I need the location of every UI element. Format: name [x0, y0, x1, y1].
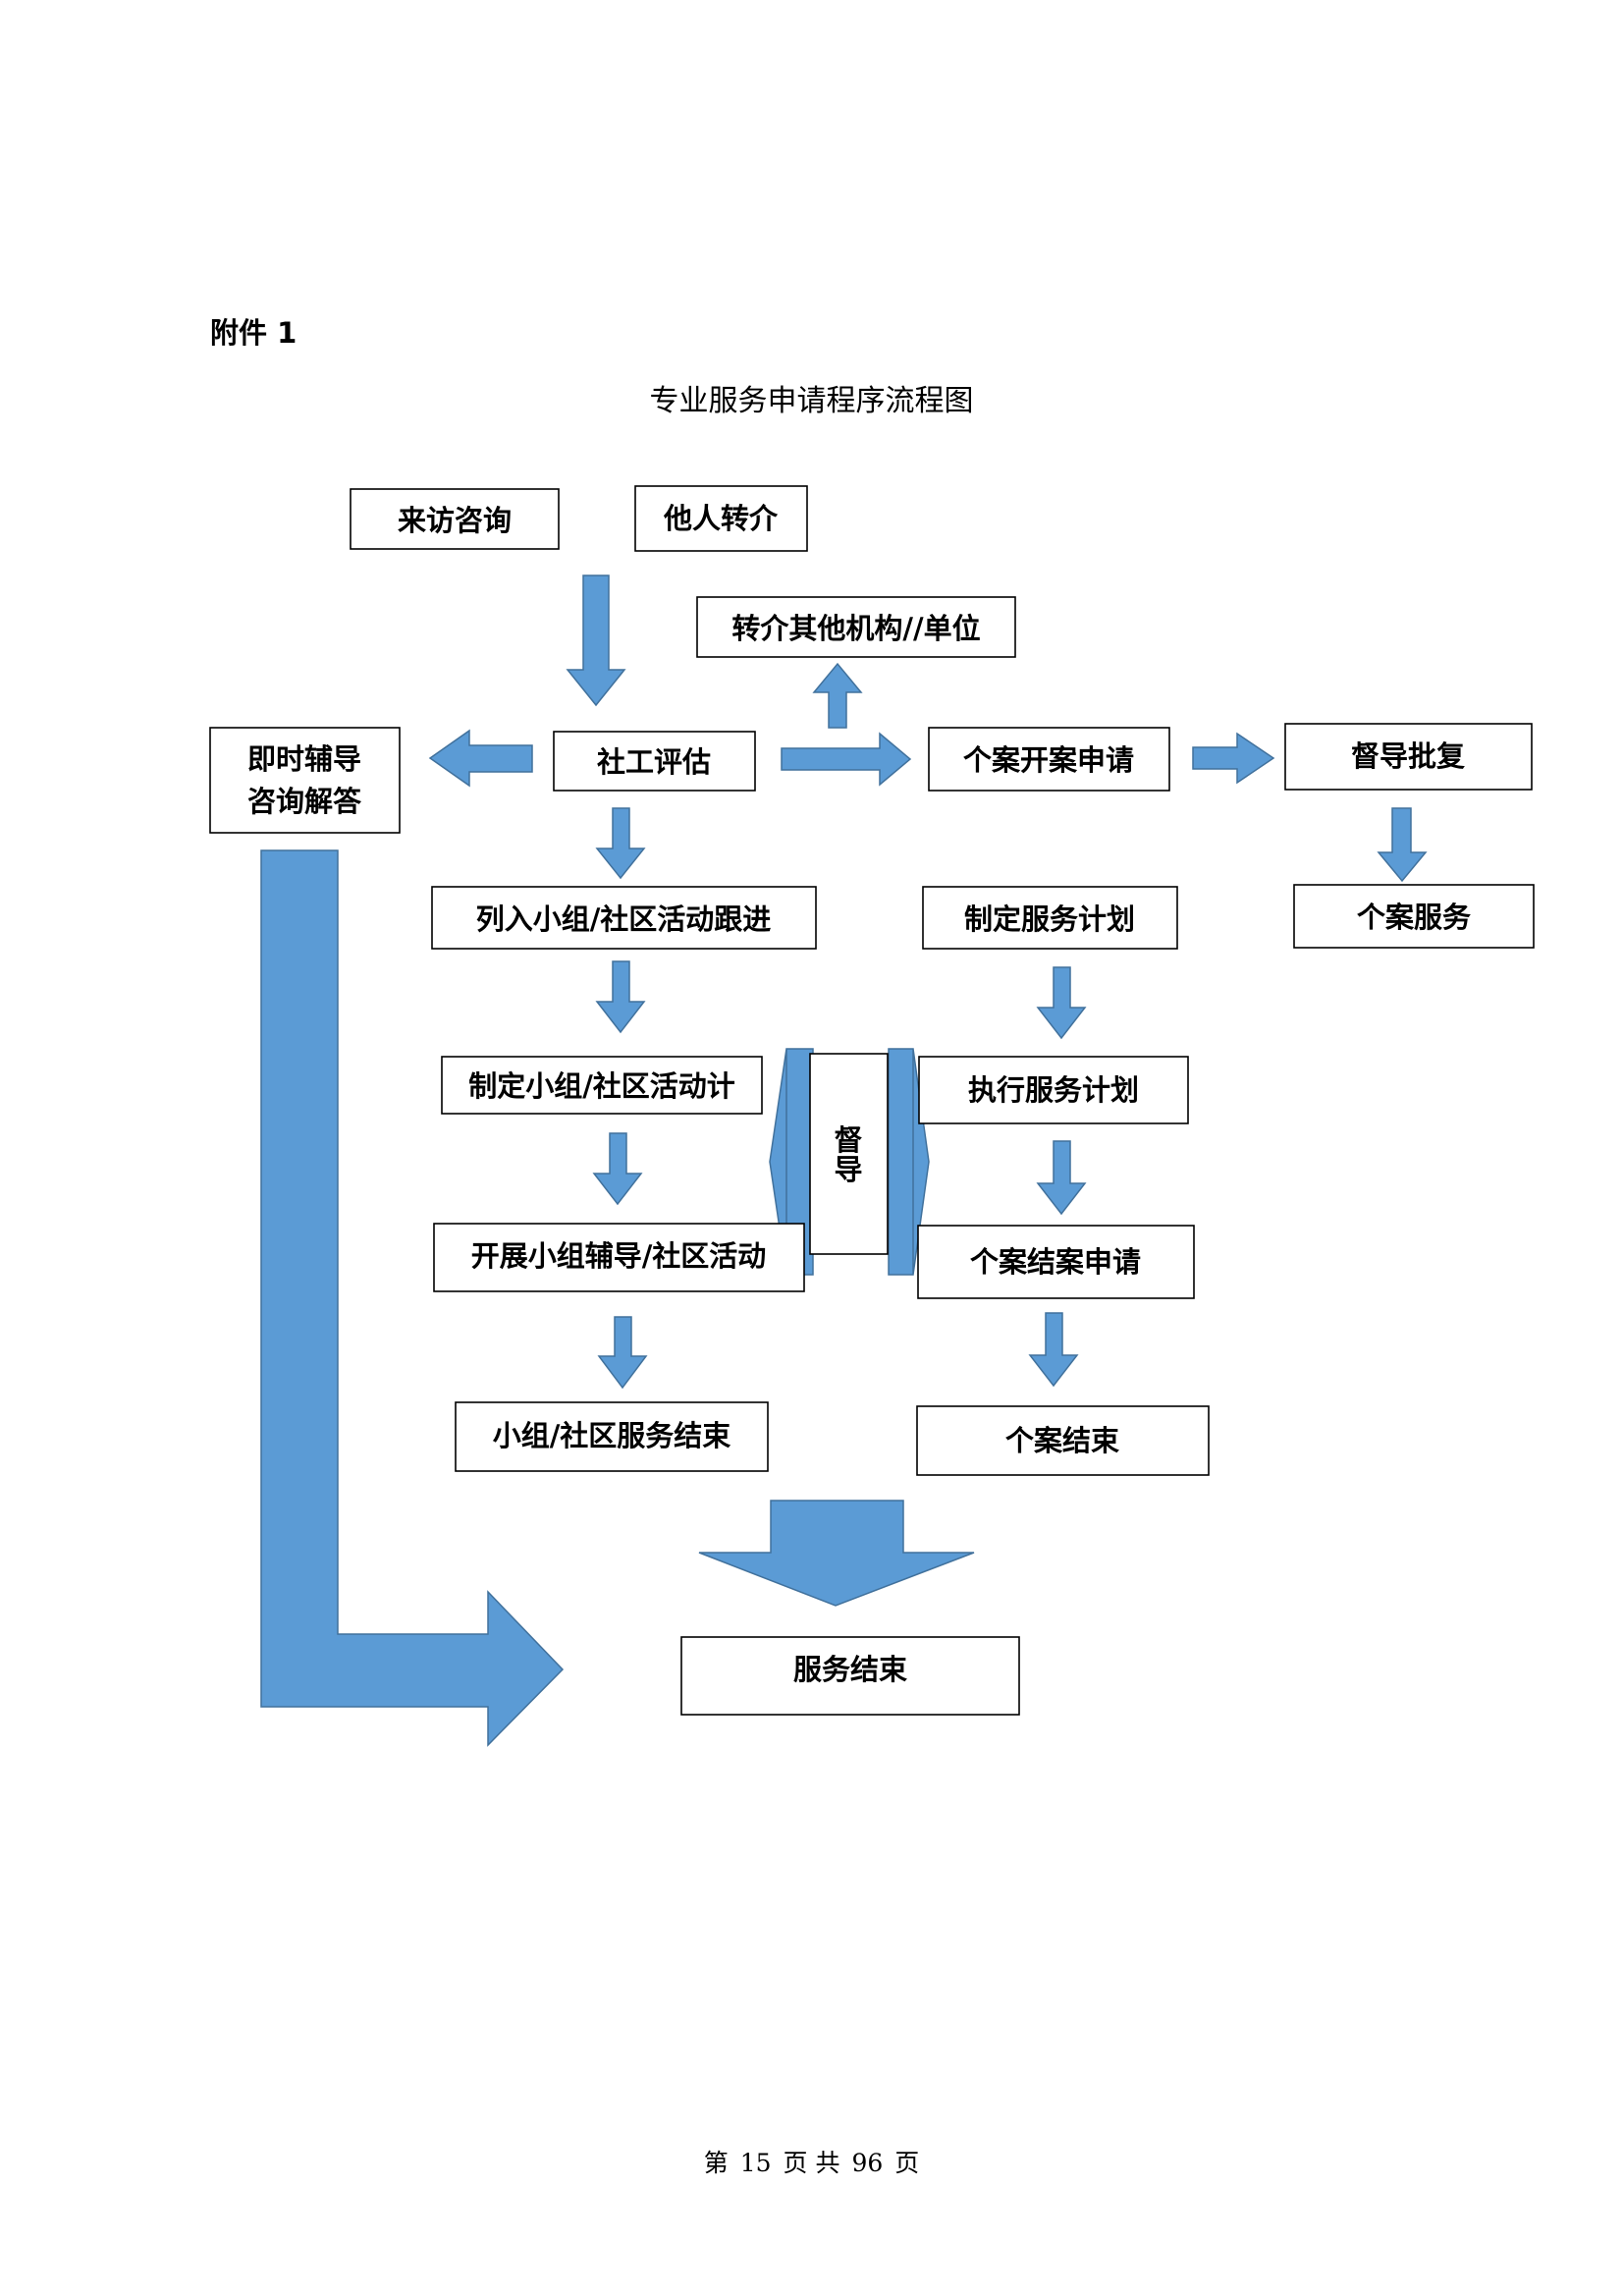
group-conduct-label: 开展小组辅导/社区活动 — [471, 1239, 767, 1273]
group-end-box — [455, 1401, 769, 1472]
page-footer: 第 15 页 共 96 页 — [0, 2144, 1623, 2179]
case-apply-label: 个案开案申请 — [963, 743, 1134, 777]
page-suffix: 页 — [894, 2149, 920, 2177]
assessment-box — [553, 731, 756, 792]
service-plan-label: 制定服务计划 — [964, 902, 1135, 936]
supervision-label-line2: 导 — [834, 1153, 862, 1186]
page-mid: 页 共 — [783, 2149, 840, 2177]
group-end-label: 小组/社区服务结束 — [493, 1419, 731, 1452]
group-plan-box — [441, 1056, 763, 1115]
group-plan-label: 制定小组/社区活动计 — [468, 1069, 735, 1103]
supervision-label-line1: 督 — [834, 1123, 862, 1157]
down-arrow-group-2 — [595, 960, 646, 1034]
down-arrow-intake — [566, 574, 626, 707]
up-arrow-referral — [812, 662, 863, 729]
down-arrow-group-4 — [597, 1316, 648, 1390]
immediate-box — [209, 727, 401, 834]
case-end-box — [916, 1405, 1210, 1476]
diagram-title: 专业服务申请程序流程图 — [649, 384, 974, 418]
supervisor-approval-box — [1284, 723, 1533, 791]
attachment-label: 附件 1 — [210, 316, 298, 350]
immediate-label-line1: 即时辅导 — [247, 742, 361, 776]
case-service-label: 个案服务 — [1357, 901, 1471, 934]
group-followup-label: 列入小组/社区活动跟进 — [476, 902, 772, 936]
merge-down-arrow — [698, 1500, 975, 1607]
execute-plan-box — [918, 1056, 1189, 1124]
referral-out-label: 转介其他机构//单位 — [731, 612, 980, 645]
left-arrow-immediate — [428, 729, 533, 788]
visit-consult-box — [350, 488, 560, 550]
immediate-label-line2: 咨询解答 — [247, 785, 362, 818]
big-l-arrow — [260, 849, 565, 1747]
right-arrow-approval — [1192, 732, 1275, 785]
down-arrow-case-1 — [1036, 966, 1087, 1040]
case-close-apply-label: 个案结案申请 — [970, 1245, 1141, 1279]
service-end-box — [680, 1636, 1020, 1716]
page-number: 15 — [739, 2149, 772, 2177]
right-arrow-case-apply — [781, 732, 912, 787]
down-arrow-case-service — [1377, 807, 1428, 883]
supervision-box — [809, 1053, 889, 1255]
group-conduct-box — [433, 1223, 805, 1292]
down-arrow-case-2 — [1036, 1140, 1087, 1216]
referral-in-box — [634, 485, 808, 552]
referral-in-label: 他人转介 — [663, 502, 779, 535]
page-prefix: 第 — [703, 2149, 729, 2177]
case-apply-box — [928, 727, 1170, 792]
execute-plan-label: 执行服务计划 — [968, 1073, 1139, 1107]
group-followup-box — [431, 886, 817, 950]
down-arrow-group-3 — [592, 1132, 643, 1206]
assessment-label: 社工评估 — [597, 745, 711, 779]
case-service-box — [1293, 884, 1535, 949]
supervisor-approval-label: 督导批复 — [1351, 739, 1465, 773]
down-arrow-case-3 — [1028, 1312, 1079, 1388]
case-end-label: 个案结束 — [1005, 1424, 1119, 1457]
service-end-label: 服务结束 — [793, 1653, 907, 1686]
visit-consult-label: 来访咨询 — [398, 504, 512, 537]
down-arrow-group-1 — [595, 807, 646, 880]
case-close-apply-box — [917, 1225, 1195, 1299]
referral-out-box — [696, 596, 1016, 658]
service-plan-box — [922, 886, 1178, 950]
page-total: 96 — [851, 2149, 884, 2177]
